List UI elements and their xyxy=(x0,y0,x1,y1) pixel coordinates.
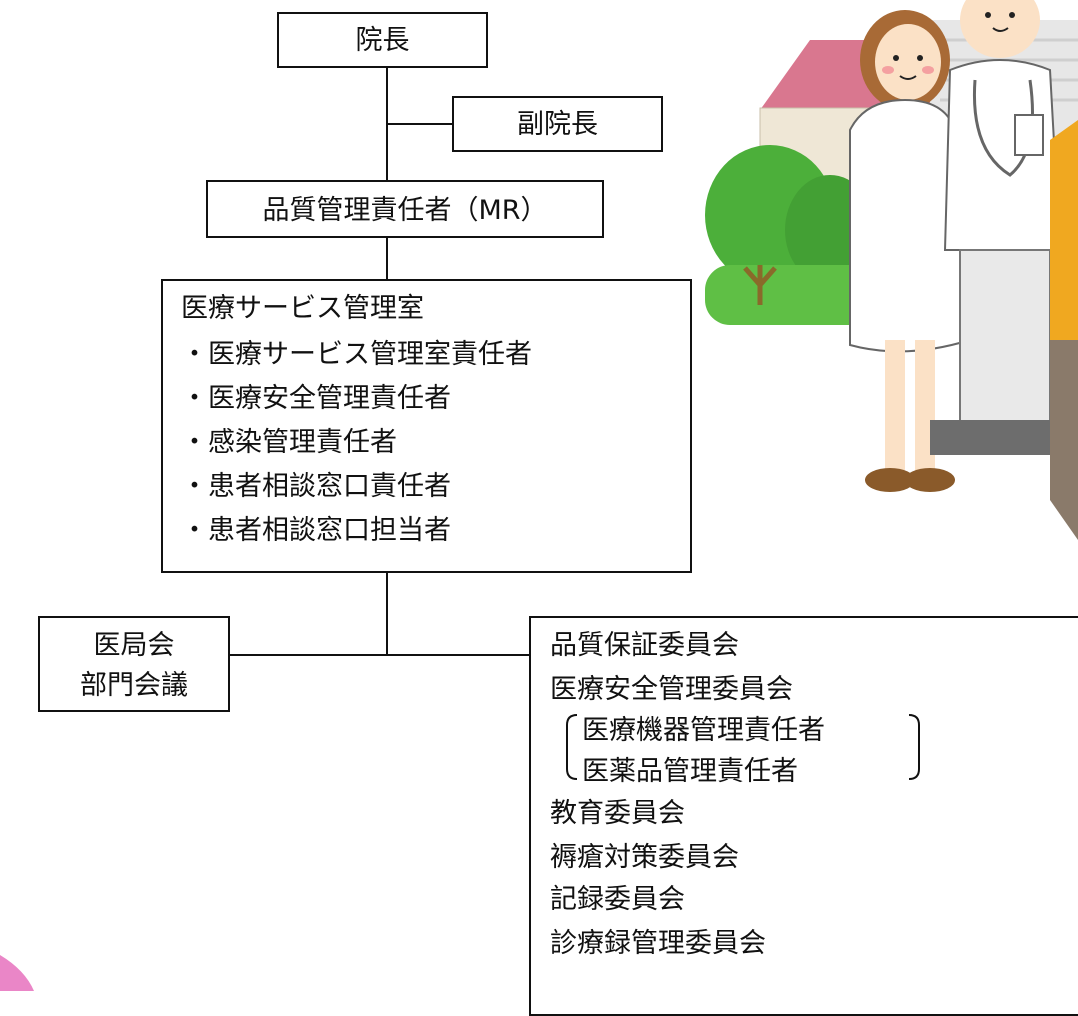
vice-director-label: 副院長 xyxy=(517,109,598,140)
office-member: ・医療サービス管理室責任者 xyxy=(181,339,532,370)
quality-manager-box: 品質管理責任者（MR） xyxy=(206,180,604,238)
committees-box xyxy=(529,616,1078,1016)
connector-horizontal-branch xyxy=(229,654,531,656)
connector-mr-down xyxy=(386,236,388,281)
connector-vice-director xyxy=(386,123,454,125)
office-title: 医療サービス管理室 xyxy=(181,293,424,324)
vice-director-box: 副院長 xyxy=(452,96,663,152)
director-box: 院長 xyxy=(277,12,488,68)
quality-manager-label: 品質管理責任者（MR） xyxy=(262,195,548,226)
committee-item: 褥瘡対策委員会 xyxy=(550,842,739,873)
connector-office-down xyxy=(386,572,388,654)
office-member: ・医療安全管理責任者 xyxy=(181,383,451,414)
committee-item: 医療安全管理委員会 xyxy=(550,674,793,705)
office-member: ・患者相談窓口責任者 xyxy=(181,471,451,502)
medical-staff-illustration xyxy=(705,0,1078,540)
committee-item: 教育委員会 xyxy=(550,798,685,829)
left-bracket-icon xyxy=(566,714,578,780)
director-label: 院長 xyxy=(355,25,410,56)
medical-bureau-box: 医局会 部門会議 xyxy=(38,616,230,712)
committee-subitem: 医療機器管理責任者 xyxy=(582,715,825,746)
office-box: 医療サービス管理室 ・医療サービス管理室責任者 ・医療安全管理責任者 ・感染管理… xyxy=(161,279,692,573)
committee-subitem: 医薬品管理責任者 xyxy=(582,756,798,787)
medical-bureau-line1: 医局会 xyxy=(93,630,175,661)
committee-item: 記録委員会 xyxy=(550,884,685,915)
committee-item: 品質保証委員会 xyxy=(550,630,739,661)
office-member: ・感染管理責任者 xyxy=(181,427,397,458)
medical-bureau-line2: 部門会議 xyxy=(80,670,188,701)
pink-corner-decoration xyxy=(0,955,34,991)
right-bracket-icon xyxy=(908,714,920,780)
committee-item: 診療録管理委員会 xyxy=(550,928,766,959)
office-member: ・患者相談窓口担当者 xyxy=(181,515,451,546)
